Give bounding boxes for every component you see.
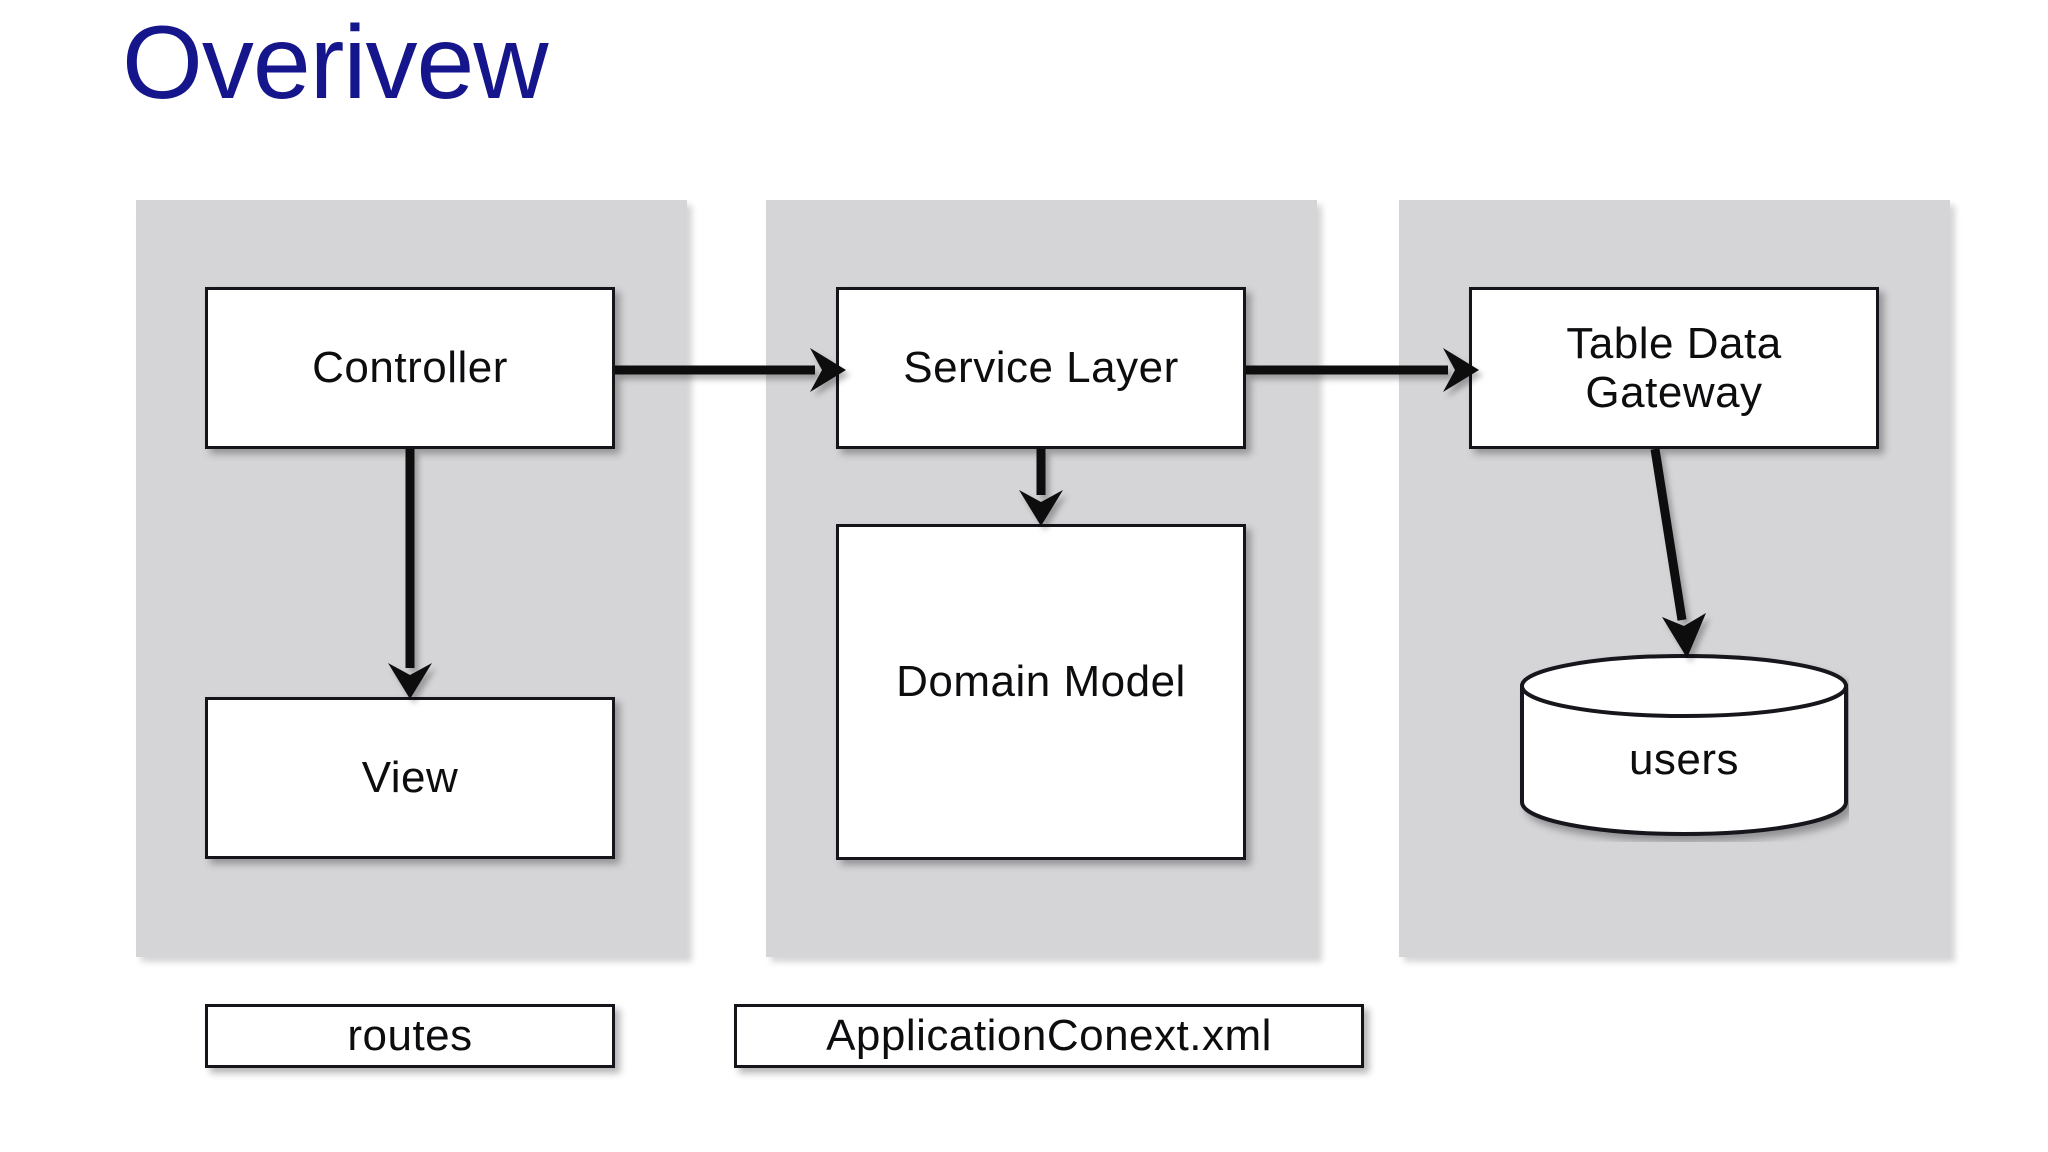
node-view-label: View [361,753,459,803]
node-table-data-gateway-label: Table Data Gateway [1566,319,1781,418]
node-view[interactable]: View [205,697,615,859]
node-controller[interactable]: Controller [205,287,615,449]
node-controller-label: Controller [312,343,508,393]
page-title: Overivew [122,5,548,121]
node-table-data-gateway[interactable]: Table Data Gateway [1469,287,1879,449]
node-table-data-gateway-line1: Table Data [1566,318,1782,368]
routes-config-label: routes [347,1011,473,1060]
application-context-config-box[interactable]: ApplicationConext.xml [734,1004,1364,1068]
node-service-layer[interactable]: Service Layer [836,287,1246,449]
node-domain-model-label: Domain Model [896,657,1186,706]
node-users-database[interactable]: users [1519,652,1849,842]
routes-config-box[interactable]: routes [205,1004,615,1068]
application-context-config-label: ApplicationConext.xml [826,1011,1272,1060]
database-cylinder-icon [1520,654,1848,837]
node-domain-model[interactable]: Domain Model [836,524,1246,860]
node-service-layer-label: Service Layer [903,343,1179,393]
node-table-data-gateway-line2: Gateway [1585,368,1763,417]
